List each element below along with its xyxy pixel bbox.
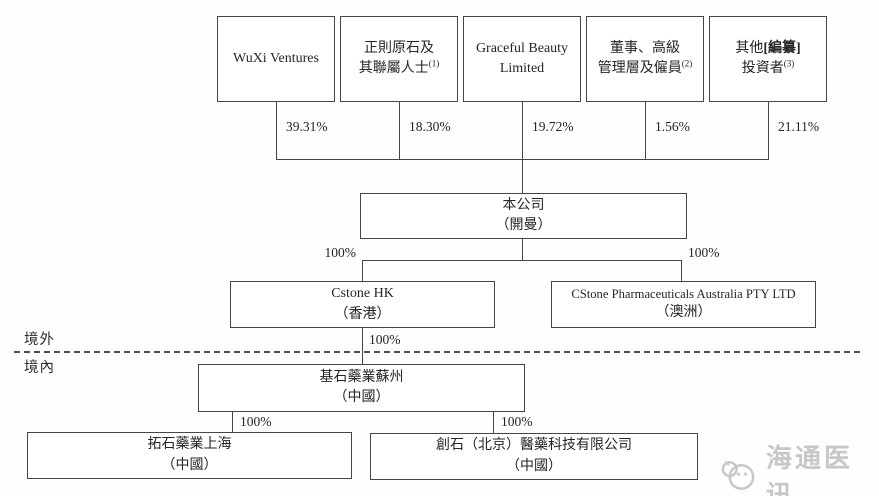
footnote-marker: (2): [681, 58, 693, 69]
subsidiary-box-cstone-australia: CStone Pharmaceuticals Australia PTY LTD…: [551, 281, 816, 328]
company-box-cayman: 本公司 （開曼）: [360, 193, 687, 239]
offshore-label: 境外: [24, 332, 55, 348]
shareholder-box-graceful-beauty: Graceful Beauty Limited: [463, 16, 581, 102]
connector-line: [399, 102, 400, 160]
footnote-marker: (1): [428, 58, 440, 69]
connector-line: [522, 160, 523, 194]
subsidiary-place: （中國）: [506, 458, 562, 474]
watermark-text: 海通医讯: [765, 443, 853, 496]
shareholder-name-line2: Limited: [499, 61, 545, 76]
subsidiary-name: 拓石藥業上海: [147, 437, 232, 453]
ownership-pct-shanghai: 100%: [240, 414, 272, 429]
ownership-pct-zhengze: 18.30%: [409, 119, 451, 134]
offshore-onshore-divider: [14, 351, 860, 353]
subsidiary-box-suzhou: 基石藥業蘇州 （中國）: [198, 364, 525, 412]
connector-line: [276, 102, 277, 160]
company-place: （開曼）: [495, 218, 552, 233]
ownership-pct-graceful: 19.72%: [532, 119, 574, 134]
subsidiary-name: 創石（北京）醫藥科技有限公司: [436, 438, 632, 454]
subsidiary-name: 基石藥業蘇州: [319, 369, 404, 385]
subsidiary-place: （中國）: [161, 457, 218, 473]
ownership-pct-suzhou: 100%: [369, 332, 401, 347]
company-name: 本公司: [502, 197, 545, 213]
shareholder-name-line2: 管理層及僱員(2): [597, 58, 693, 76]
ownership-pct-cstone-hk: 100%: [324, 245, 357, 260]
connector-line: [493, 412, 494, 434]
subsidiary-box-shanghai: 拓石藥業上海 （中國）: [27, 432, 352, 479]
connector-line: [645, 102, 646, 160]
connector-line: [522, 102, 523, 160]
footnote-marker: (3): [783, 58, 795, 69]
connector-line: [362, 260, 682, 261]
subsidiary-box-beijing: 創石（北京）醫藥科技有限公司 （中國）: [370, 433, 698, 480]
shareholder-box-zhengze-stone: 正則原石及 其聯屬人士(1): [340, 16, 458, 102]
subsidiary-place: （澳洲）: [655, 305, 712, 321]
watermark: 海通医讯: [720, 438, 879, 496]
subsidiary-place: （香港）: [334, 306, 391, 322]
shareholder-name-line1: 董事、高級: [610, 40, 680, 56]
subsidiary-place: （中國）: [333, 390, 390, 405]
subsidiary-box-cstone-hk: Cstone HK （香港）: [230, 281, 495, 328]
connector-line: [232, 412, 233, 433]
ownership-pct-wuxi: 39.31%: [286, 119, 328, 134]
connector-line: [768, 102, 769, 160]
ownership-pct-other: 21.11%: [778, 119, 820, 134]
ownership-pct-beijing: 100%: [501, 414, 533, 429]
connector-line: [362, 328, 363, 365]
shareholder-name-line2: 投資者(3): [741, 58, 795, 76]
shareholder-name-line1: 正則原石及: [364, 40, 434, 56]
shareholder-box-wuxi-ventures: WuXi Ventures: [217, 16, 335, 102]
redacted-tag: [編纂]: [763, 40, 801, 56]
ownership-pct-directors: 1.56%: [655, 119, 690, 134]
connector-line: [276, 159, 769, 160]
shareholder-box-directors-employees: 董事、高級 管理層及僱員(2): [586, 16, 704, 102]
subsidiary-name: Cstone HK: [331, 286, 394, 302]
shareholder-box-other-investors: 其他[編纂] 投資者(3): [709, 16, 827, 102]
shareholder-name-line1: Graceful Beauty: [475, 40, 569, 56]
connector-line: [362, 261, 363, 281]
onshore-label: 境內: [24, 360, 55, 376]
ownership-pct-cstone-australia: 100%: [688, 245, 720, 260]
subsidiary-name: CStone Pharmaceuticals Australia PTY LTD: [571, 287, 796, 302]
shareholder-name: WuXi Ventures: [233, 50, 319, 66]
shareholder-name-line1: 其他[編纂]: [735, 40, 801, 56]
connector-line: [522, 239, 523, 261]
haitong-logo-icon: [721, 460, 755, 490]
connector-line: [681, 261, 682, 281]
shareholder-name-line2: 其聯屬人士(1): [358, 58, 440, 76]
